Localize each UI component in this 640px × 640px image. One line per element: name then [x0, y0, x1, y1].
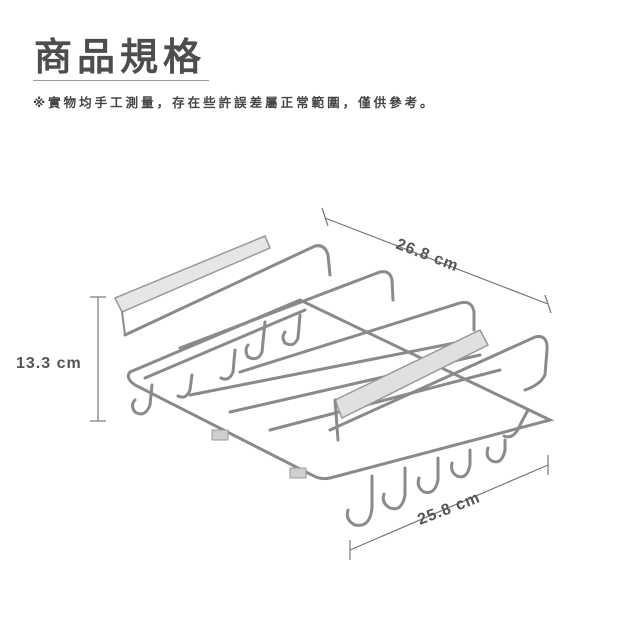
- width-label: 25.8 cm: [415, 489, 482, 528]
- height-label: 13.3 cm: [16, 355, 82, 372]
- width-dimension-line: [349, 455, 549, 560]
- title-divider: [33, 80, 209, 81]
- length-label: 26.8 cm: [394, 236, 461, 275]
- page-title: 商品規格: [34, 35, 207, 79]
- measurement-note: ※實物均手工測量，存在些許誤差屬正常範圍，僅供參考。: [33, 95, 436, 110]
- length-dimension-line: [321, 207, 552, 314]
- height-dimension-line: [90, 296, 106, 422]
- rack-illustration: [113, 235, 555, 527]
